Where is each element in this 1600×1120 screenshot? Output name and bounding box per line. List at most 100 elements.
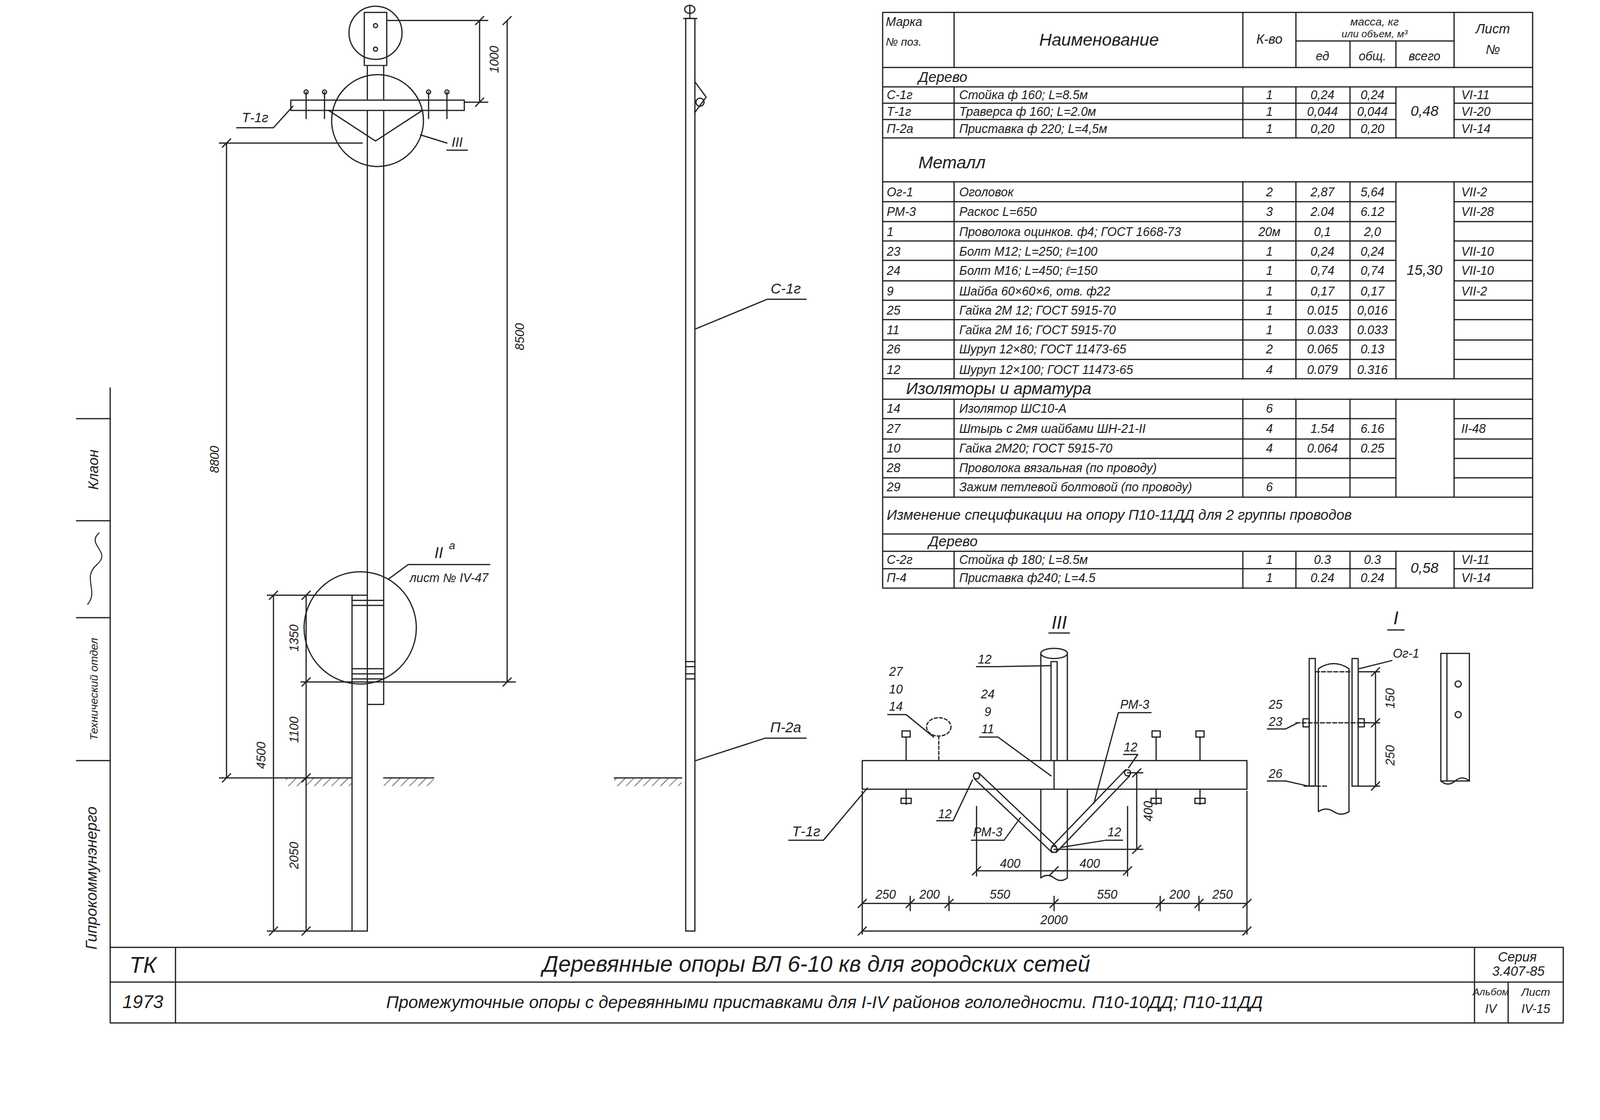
table-header: ед	[1315, 50, 1330, 63]
dimension-label: 150	[1383, 687, 1396, 709]
table-cell: 2,87	[1310, 185, 1335, 199]
table-cell: 9	[886, 284, 894, 297]
table-cell: 0,74	[1310, 264, 1335, 277]
detail-three-traverse-part	[862, 790, 1247, 934]
detail-one-cap-part	[1441, 653, 1470, 781]
callout-label: 12	[938, 807, 952, 820]
pole-front-view-part	[426, 89, 431, 94]
pole-front-view-part	[236, 106, 293, 129]
callout-label: III	[451, 136, 463, 150]
table-cell: Проволока оцинков. ф4; ГОСТ 1668-73	[959, 225, 1181, 238]
title-block-frame	[76, 388, 1564, 1023]
table-cell: VII-10	[1461, 244, 1495, 258]
table-cell: Шуруп 12×100; ГОСТ 11473-65	[959, 363, 1133, 376]
table-cell: 0,74	[1360, 264, 1385, 277]
dimension-label: 400	[999, 857, 1021, 870]
callout-label: 23	[1268, 715, 1283, 728]
stamp-text: Клаон	[86, 449, 102, 490]
pole-front-view-part	[445, 89, 449, 94]
table-cell: 10	[886, 442, 901, 455]
table-cell: 0.033	[1307, 323, 1338, 336]
table-cell: VI-11	[1461, 552, 1490, 566]
detail-one-cap-part	[1303, 718, 1310, 727]
dimension-label: 1100	[287, 716, 300, 743]
detail-three-traverse-part	[1040, 648, 1068, 659]
table-header: всего	[1408, 50, 1441, 63]
title-block-text: IV	[1485, 1001, 1497, 1015]
table-cell: 15,30	[1406, 263, 1443, 278]
table-cell: VI-14	[1461, 122, 1491, 135]
pole-side-view-part	[685, 18, 696, 931]
detail-one-cap-part	[1318, 663, 1349, 814]
table-cell: Шуруп 12×80; ГОСТ 11473-65	[959, 342, 1127, 356]
callout-label: II	[434, 545, 444, 561]
pole-side-view-part	[685, 661, 696, 679]
table-cell: 0,1	[1313, 225, 1332, 238]
table-cell: 27	[886, 422, 901, 435]
detail-three-traverse	[788, 632, 1252, 936]
table-header: Марка	[885, 15, 922, 28]
table-cell: 0.079	[1307, 363, 1338, 376]
title-block-text: Лист	[1521, 986, 1551, 998]
table-cell: Ог-1	[886, 185, 914, 199]
table-cell: 2.04	[1310, 205, 1335, 218]
stamp-text: Гипрокоммунэнерго	[84, 806, 100, 950]
detail-three-traverse-part	[900, 798, 912, 804]
title-block-frame-part	[110, 946, 1564, 1023]
pole-front-view-part	[219, 138, 363, 782]
callout-label: 9	[984, 705, 992, 718]
callout-label: РМ-3	[1120, 698, 1150, 711]
table-cell: 0,20	[1310, 122, 1335, 135]
table-cell: РМ-3	[886, 205, 916, 218]
detail-three-traverse-part	[1049, 631, 1070, 633]
table-cell: VI-11	[1461, 88, 1490, 102]
callout-label: 12	[1107, 825, 1122, 838]
table-cell: 4	[1265, 422, 1273, 435]
title-block-frame-part	[110, 946, 1564, 1023]
pole-side-view-part	[684, 5, 695, 14]
table-cell: 3	[1265, 205, 1273, 218]
table-cell: 6.16	[1360, 422, 1385, 435]
table-cell: 1	[1265, 264, 1273, 277]
pole-front-view-part	[322, 89, 327, 94]
table-cell: Стойка ф 160; L=8.5м	[959, 88, 1088, 102]
table-cell: 26	[886, 342, 901, 356]
table-cell: 2	[1265, 342, 1273, 356]
table-cell: 4	[1265, 363, 1273, 376]
detail-one-cap-part	[1387, 629, 1404, 630]
detail-three-traverse-part	[976, 665, 1051, 667]
dimension-label: 200	[1169, 887, 1190, 900]
detail-one-cap-part	[1455, 680, 1462, 687]
detail-three-traverse-part	[1123, 754, 1138, 768]
detail-one-cap-part	[1359, 660, 1392, 669]
detail-three-traverse-part	[971, 817, 1021, 840]
table-cell: 0,20	[1360, 122, 1385, 135]
pole-front-view-part	[387, 16, 488, 107]
callout-label: 12	[1123, 740, 1138, 754]
pole-front-view-part	[304, 89, 309, 94]
table-cell: 0.25	[1360, 442, 1385, 455]
detail-three-traverse-part	[1053, 760, 1055, 789]
detail-three-traverse-part	[887, 714, 934, 737]
dimension-label: 200	[919, 887, 941, 900]
title-block-text: Альбом	[1472, 986, 1509, 997]
table-cell: II-48	[1461, 422, 1486, 435]
table-cell: 29	[886, 480, 901, 494]
pole-side-view-part	[695, 299, 807, 329]
table-cell: Т-1г	[886, 104, 912, 118]
stamp-text: Технический отдел	[88, 637, 100, 740]
pole-front-view-part	[304, 571, 417, 684]
title-block-text: 3.407-85	[1492, 964, 1545, 978]
detail-three-traverse-part	[901, 730, 911, 737]
table-cell: Штырь с 2мя шайбами ШН-21-II	[959, 422, 1146, 435]
spec-table-part	[882, 40, 1533, 569]
table-cell: 28	[886, 461, 901, 474]
pole-side-view-part	[683, 5, 697, 19]
pole-front-view-part	[373, 47, 378, 52]
callout-label: С-1г	[770, 281, 801, 296]
table-section: Изменение спецификации на опору П10-11ДД…	[886, 508, 1352, 523]
table-cell: 0,24	[1360, 88, 1385, 102]
detail-three-traverse-part	[1152, 730, 1161, 737]
table-cell: 0,58	[1410, 561, 1439, 576]
table-cell: 1	[1265, 104, 1273, 118]
